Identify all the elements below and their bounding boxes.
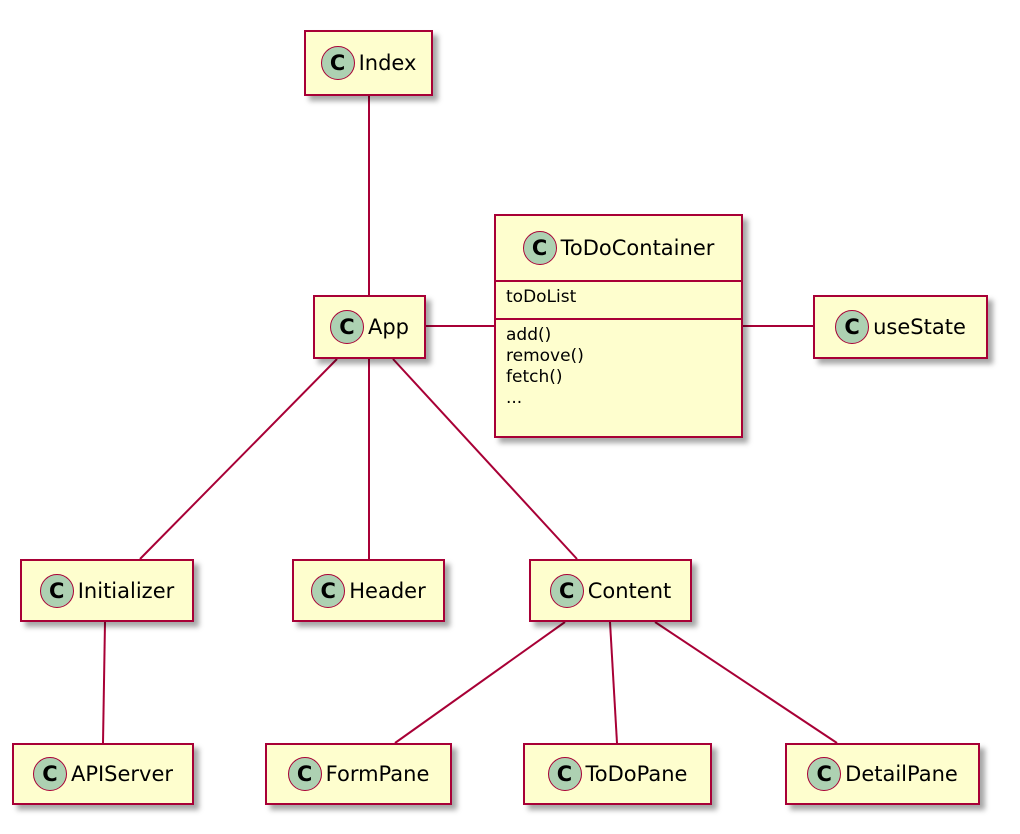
class-name: useState — [873, 315, 966, 339]
class-name: Initializer — [77, 578, 175, 603]
class-stereotype-icon: C — [329, 310, 364, 344]
class-name: FormPane — [325, 762, 430, 786]
method: fetch() — [506, 367, 563, 387]
class-stereotype-icon: C — [835, 310, 870, 344]
edge-app-content — [392, 358, 578, 560]
class-stereotype-icon: C — [549, 573, 584, 608]
class-stereotype-icon: C — [320, 46, 355, 80]
class-stereotype-icon: C — [32, 757, 67, 791]
edge-app-initializer — [139, 358, 338, 560]
class-stereotype-icon: C — [287, 757, 322, 791]
class-name: Index — [358, 51, 417, 75]
class-stereotype-icon: C — [547, 757, 582, 791]
class-name: ToDoContainer — [560, 236, 715, 260]
class-attributes: toDoList — [496, 282, 741, 320]
edge-content-todopane — [609, 621, 618, 744]
edge-content-formpane — [394, 621, 566, 744]
class-name: App — [367, 315, 410, 339]
edge-content-detailpane — [654, 621, 838, 744]
class-stereotype-icon: C — [39, 573, 74, 608]
class-name: ToDoPane — [585, 762, 688, 786]
edge-initializer-apiserver — [102, 621, 106, 744]
method: ... — [506, 388, 523, 408]
method: remove() — [506, 346, 584, 366]
class-stereotype-icon: C — [311, 573, 346, 608]
class-stereotype-icon: C — [807, 757, 842, 791]
class-name: APIServer — [70, 762, 174, 786]
method: add() — [506, 325, 552, 345]
class-name: Content — [587, 578, 672, 603]
class-name: DetailPane — [845, 762, 958, 786]
class-methods: add() remove() fetch() ... — [496, 320, 741, 409]
class-stereotype-icon: C — [522, 231, 557, 265]
attribute: toDoList — [506, 287, 577, 307]
class-name: Header — [349, 578, 426, 603]
